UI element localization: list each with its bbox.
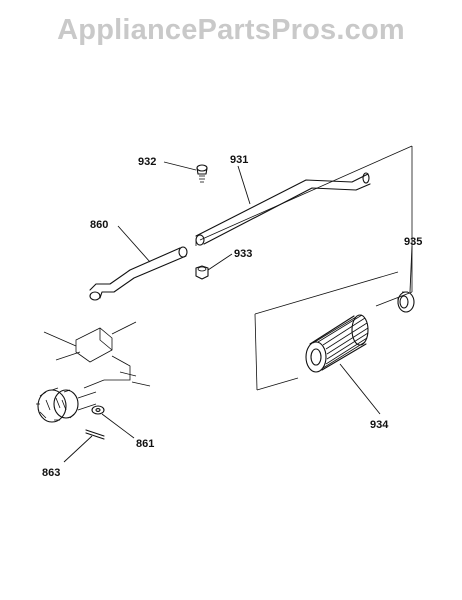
bracket-assembly: [43, 321, 151, 389]
label-932: 932: [138, 156, 156, 168]
washer-861: [91, 405, 105, 415]
label-860: 860: [90, 219, 108, 231]
label-934: 934: [370, 419, 389, 431]
label-861: 861: [136, 438, 154, 450]
leader-lines: [63, 161, 413, 463]
pin-863: [85, 429, 105, 440]
nut-933: [195, 265, 209, 280]
watermark-text: AppliancePartsPros.com: [57, 14, 405, 46]
assembly-boundary: [199, 145, 413, 391]
washer-935: [397, 291, 415, 313]
label-933: 933: [234, 248, 252, 260]
roller-934: [305, 314, 369, 373]
label-863: 863: [42, 467, 60, 479]
label-935: 935: [404, 236, 422, 248]
rod-931: [195, 172, 371, 246]
screw-932: [196, 164, 208, 183]
label-931: 931: [230, 154, 248, 166]
gear-assembly: [36, 387, 97, 423]
rod-860: [89, 246, 188, 301]
